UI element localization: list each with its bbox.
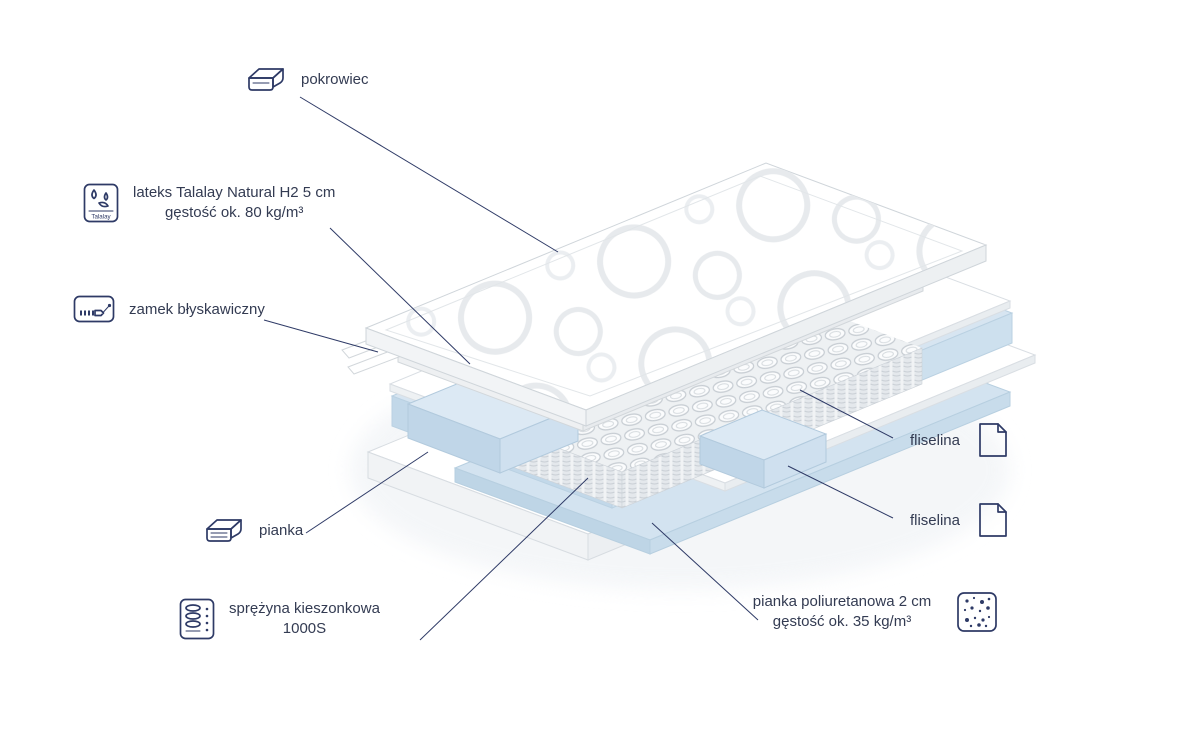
layer-cover [364, 162, 988, 427]
label-lateks-line2: gęstość ok. 80 kg/m³ [164, 204, 304, 221]
label-zamek-text: zamek błyskawiczny [129, 300, 265, 318]
label-pianka: pianka [202, 512, 303, 548]
pu-foam-dots-icon [955, 590, 999, 634]
leader-fliselina-bottom [787, 465, 894, 519]
label-pokrowiec-text: pokrowiec [301, 70, 369, 88]
label-fliselina-top: fliselina [856, 420, 1013, 460]
fleece-sheet-icon [973, 420, 1013, 460]
label-pianka-pu: pianka poliuretanowa 2 cm gęstość ok. 35… [742, 590, 999, 634]
leader-lateks [329, 227, 471, 365]
label-pokrowiec: pokrowiec [244, 62, 369, 96]
label-fliselina-bottom-text: fliselina [909, 511, 960, 529]
label-sprezyna-line2: 1000S [282, 620, 327, 637]
leader-zamek [263, 319, 379, 353]
talalay-badge-text: Talalay [91, 214, 111, 221]
label-fliselina-top-text: fliselina [909, 431, 960, 449]
leader-fliselina-top [799, 389, 894, 439]
label-pianka-text: pianka [259, 521, 304, 539]
leader-sprezyna [419, 477, 589, 641]
label-zamek: zamek błyskawiczny [72, 292, 265, 326]
leader-pokrowiec [299, 96, 559, 253]
cover-icon [244, 62, 288, 96]
label-lateks: Talalay lateks Talalay Natural H2 5 cm g… [82, 182, 335, 224]
leader-lines [263, 96, 894, 641]
zipper-icon [72, 292, 116, 326]
foam-block-right [698, 409, 828, 489]
label-sprezyna: sprężyna kieszonkowa 1000S [178, 597, 380, 641]
leader-pianka-pu [651, 522, 759, 621]
label-sprezyna-line1: sprężyna kieszonkowa [229, 600, 380, 618]
pocket-spring-icon [178, 597, 216, 641]
label-pianka-pu-line1: pianka poliuretanowa 2 cm [752, 593, 932, 611]
label-pianka-pu-line2: gęstość ok. 35 kg/m³ [772, 613, 912, 630]
fleece-sheet-icon [973, 500, 1013, 540]
label-fliselina-bottom: fliselina [856, 500, 1013, 540]
label-lateks-line1: lateks Talalay Natural H2 5 cm [133, 184, 336, 202]
foam-icon [202, 512, 246, 548]
leader-pianka [305, 451, 429, 534]
latex-icon: Talalay [82, 182, 120, 224]
